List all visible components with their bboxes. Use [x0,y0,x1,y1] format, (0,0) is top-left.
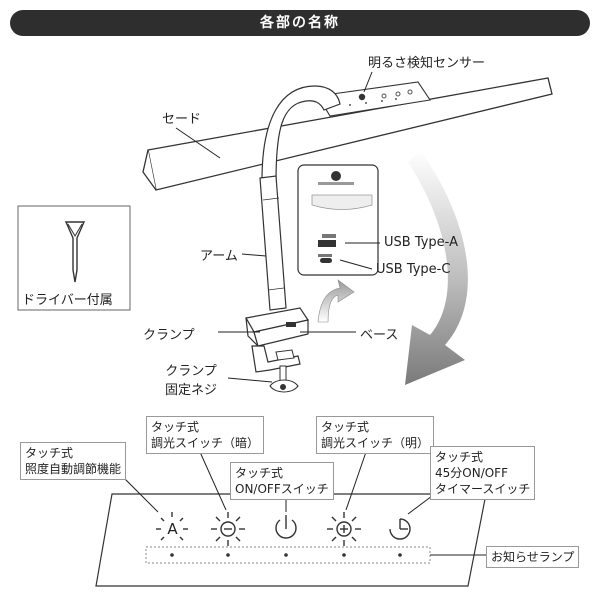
callout-dim-line2: 調光スイッチ（暗） [151,436,260,450]
bright-icon [327,512,361,546]
callout-auto-line2: 照度自動調節機能 [25,462,122,476]
callout-power: タッチ式 ON/OFFスイッチ [230,462,334,500]
callout-dim: タッチ式 調光スイッチ（暗） [146,416,265,454]
callout-timer-line1: タッチ式 [435,450,484,464]
timer-icon [389,518,411,540]
callout-auto-line1: タッチ式 [25,446,74,460]
callout-power-line1: タッチ式 [235,466,284,480]
usb-a-port [318,240,336,247]
header-bar: 各部の名称 [10,10,590,36]
callout-timer: タッチ式 45分ON/OFF タイマースイッチ [430,446,536,500]
label-base: ベース [360,328,399,343]
callout-auto: タッチ式 照度自動調節機能 [20,442,127,480]
small-arrow-icon [317,279,355,323]
power-icon [275,515,297,539]
label-arm: アーム [200,249,238,264]
label-screwdriver: ドライバー付属 [22,293,113,308]
label-shade: セード [162,112,202,127]
usb-c-port [320,258,332,263]
page-title: 各部の名称 [260,15,340,31]
callout-power-line2: ON/OFFスイッチ [235,482,329,496]
arm-hook [261,85,341,183]
label-sensor: 明るさ検知センサー [368,56,486,71]
clamp [251,345,301,373]
callout-dim-line1: タッチ式 [151,420,200,434]
callout-timer-line3: タイマースイッチ [435,482,531,496]
auto-glyph: A [167,520,178,538]
callout-bright-line2: 調光スイッチ（明） [321,436,430,450]
label-clamp: クランプ [143,328,195,343]
callout-indicator: お知らせランプ [486,546,580,568]
screwdriver-icon [64,221,86,283]
label-usb-c: USB Type-C [376,262,451,277]
callout-bright: タッチ式 調光スイッチ（明） [316,416,435,454]
label-clamp-screw-line2: 固定ネジ [165,383,218,398]
auto-light-icon [156,512,188,541]
back-panel [297,164,379,276]
label-clamp-screw: クランプ 固定ネジ [165,360,217,398]
curved-arrow [405,150,468,385]
label-clamp-screw-line1: クランプ [165,364,217,379]
dim-icon [211,512,245,546]
callout-bright-line1: タッチ式 [321,420,370,434]
label-usb-a: USB Type-A [384,235,458,250]
callout-timer-line2: 45分ON/OFF [435,466,508,480]
arm [259,175,287,311]
